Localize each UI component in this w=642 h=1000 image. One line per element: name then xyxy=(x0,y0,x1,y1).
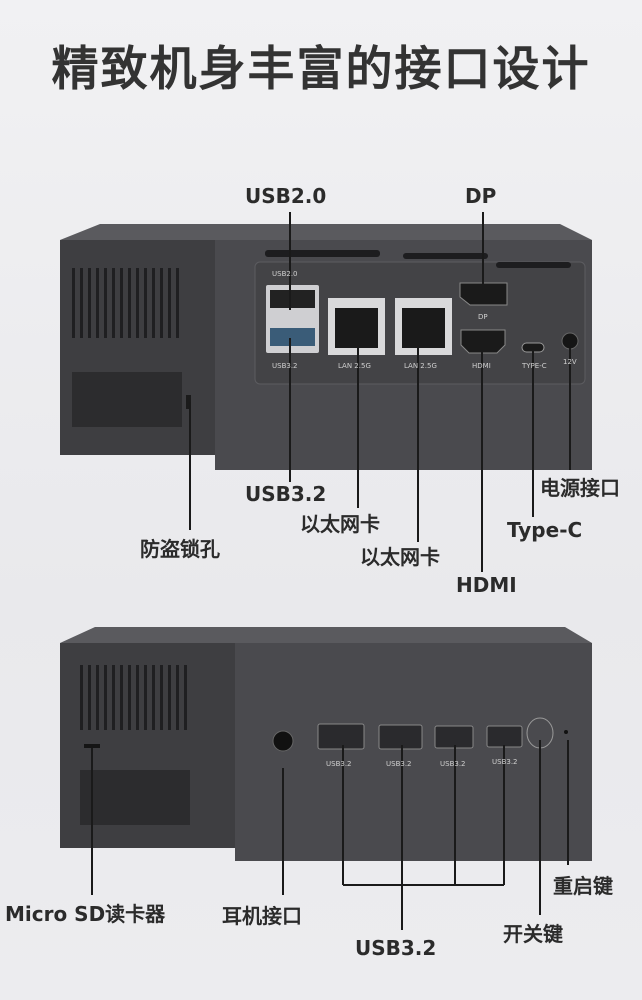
label-lan2: 以太网卡 xyxy=(360,545,440,569)
dc-jack xyxy=(561,332,579,350)
print-dp: DP xyxy=(478,313,488,321)
print-dc: 12V xyxy=(563,358,577,366)
leader-lines xyxy=(91,212,571,930)
usb-port-3 xyxy=(434,725,474,749)
front-face xyxy=(235,643,592,861)
label-lock: 防盗锁孔 xyxy=(140,537,220,561)
print-lan2: LAN 2.5G xyxy=(404,362,437,370)
print-usb-4: USB3.2 xyxy=(492,758,518,766)
mini-pc-front-view xyxy=(60,627,592,861)
label-typec: Type-C xyxy=(507,518,583,542)
reset-hole xyxy=(564,730,568,734)
usb-port-4 xyxy=(486,725,523,748)
print-usb-2: USB3.2 xyxy=(386,760,412,768)
side-vents-upper xyxy=(72,268,179,338)
lock-slot xyxy=(186,395,191,409)
usb20-port xyxy=(270,290,315,308)
label-hdmi: HDMI xyxy=(456,573,517,597)
label-usb20: USB2.0 xyxy=(245,184,327,208)
audio-jack xyxy=(272,730,294,752)
print-typec: TYPE-C xyxy=(522,362,547,370)
label-sd: Micro SD读卡器 xyxy=(5,902,166,926)
top-face xyxy=(60,224,592,240)
print-usb20: USB2.0 xyxy=(272,270,298,278)
side-vents-lower xyxy=(80,770,190,825)
print-usb-3: USB3.2 xyxy=(440,760,466,768)
side-vents-lower xyxy=(72,372,182,427)
label-reset: 重启键 xyxy=(553,874,613,898)
label-power: 电源接口 xyxy=(540,476,620,500)
page-title: 精致机身丰富的接口设计 xyxy=(51,42,591,97)
label-usb32: USB3.2 xyxy=(245,482,327,506)
print-hdmi: HDMI xyxy=(472,362,491,370)
mini-pc-rear-view xyxy=(60,224,592,470)
top-face xyxy=(60,627,592,643)
label-audio: 耳机接口 xyxy=(222,904,302,928)
top-vents xyxy=(265,250,571,268)
label-lan1: 以太网卡 xyxy=(300,512,380,536)
usb32-port xyxy=(270,328,315,346)
usb-port-1 xyxy=(317,723,365,750)
print-usb32: USB3.2 xyxy=(272,362,298,370)
sd-slot xyxy=(84,744,100,748)
side-vents-upper xyxy=(80,665,187,730)
print-usb-1: USB3.2 xyxy=(326,760,352,768)
print-lan1: LAN 2.5G xyxy=(338,362,371,370)
label-dp: DP xyxy=(465,184,497,208)
usb-port-2 xyxy=(378,724,423,750)
hdmi-port xyxy=(460,329,506,354)
label-front-usb32: USB3.2 xyxy=(355,936,437,960)
label-power-button: 开关键 xyxy=(503,922,563,946)
